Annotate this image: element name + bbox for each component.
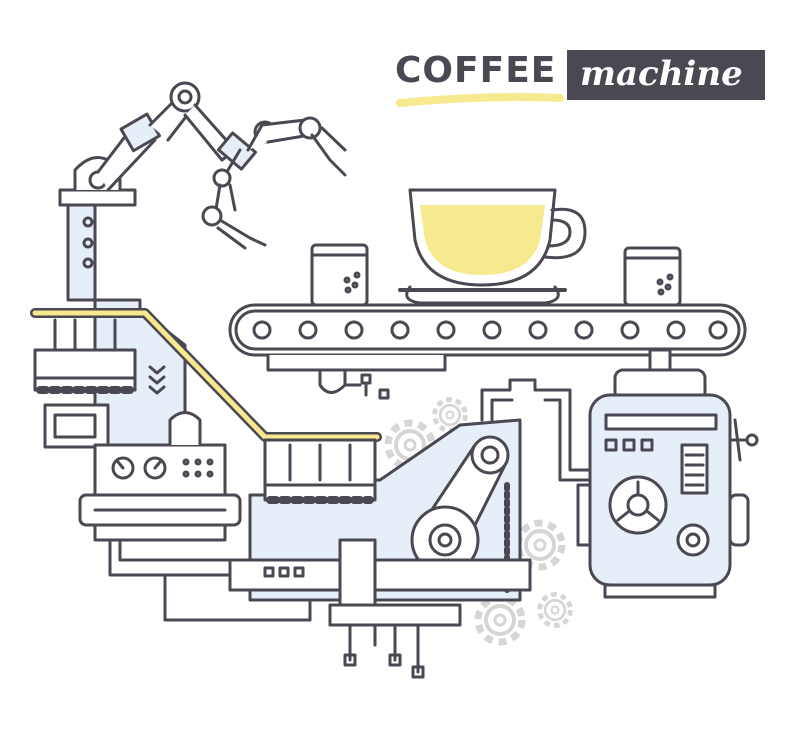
pipe-icon — [108, 538, 232, 577]
gear-icon — [478, 598, 522, 642]
control-panel — [78, 411, 242, 542]
title-machine: machine — [580, 54, 743, 94]
conveyor-belt-icon — [228, 303, 747, 400]
coffee-box — [310, 243, 369, 307]
press-unit — [33, 318, 166, 449]
grinder-unit — [228, 418, 532, 679]
title-underline — [396, 93, 564, 107]
title-machine-box — [567, 50, 765, 100]
coffee-cup-icon — [398, 188, 587, 305]
boiler-unit — [576, 348, 759, 599]
pipe-icon — [480, 378, 592, 472]
gear-icon — [540, 595, 571, 626]
title-coffee: COFFEE — [395, 50, 557, 91]
coffee-box — [623, 246, 682, 307]
